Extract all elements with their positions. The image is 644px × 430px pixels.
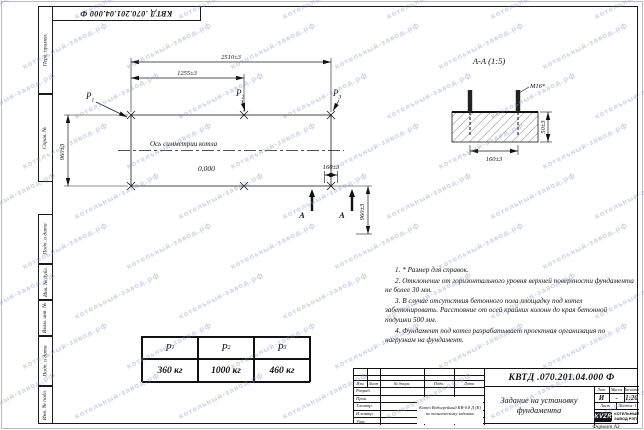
symmetry-axis-label: Ось симметрии котла	[150, 140, 218, 148]
corner-doc-number: КВТД .070.201.04.000 Ф	[52, 6, 201, 21]
title-block-doc-title: Задание на установку фундамента	[500, 396, 578, 415]
bolt-leader-line	[518, 86, 530, 94]
note-3: 3. В случае отсутствия бетонного пола пл…	[385, 297, 608, 324]
company-logo: KVZR	[594, 412, 613, 422]
load-table-value-p2: 1000 кг	[198, 359, 254, 383]
anchor-bolt-right	[515, 90, 521, 112]
dim-section-offset-label: 960±3	[359, 203, 366, 220]
point-load-label-3: P3	[332, 88, 342, 101]
dim-pad-height-label: 50±3	[540, 120, 547, 134]
dim-half-width-label: 1255±3	[177, 70, 198, 77]
title-block: КВТД .070.201.04.000 Ф Задание на устано…	[353, 368, 639, 425]
dim-width-label: 2510±3	[221, 54, 242, 61]
note-4: 4. Фундамент под котел разрабатывает про…	[385, 326, 606, 345]
note-1: 1. * Размер для справок.	[395, 266, 469, 274]
row-nkontr: Н.контр.	[356, 411, 374, 417]
bolt-size-label: М16*	[529, 83, 546, 90]
margin-stamp-inv-podl: Инв. № подл.	[38, 386, 53, 424]
load-table-value-p3: 460 кг	[254, 359, 310, 383]
notes-block: 1. * Размер для справок. 2. Отклонение о…	[385, 266, 635, 347]
dim-depth-label: 960±3	[59, 143, 66, 160]
mass-label: Масса	[610, 387, 623, 392]
section-view-title: А-А (1:5)	[472, 56, 506, 66]
col-data: Дата	[464, 381, 474, 386]
sheet-label: Лист	[600, 403, 610, 408]
section-letter-left: А	[298, 210, 305, 220]
scale-label: Масштаб	[624, 387, 639, 392]
row-razrab: Разраб.	[356, 388, 371, 394]
point-load-label-2: P2	[235, 88, 245, 101]
dim-bolt-spacing-plan-label: 160±3	[323, 164, 340, 171]
point-load-leaders	[95, 99, 340, 118]
lit-label: Лит.	[596, 387, 607, 392]
plan-dimension-lines	[65, 59, 371, 234]
margin-stamp-perv-primen: Перв. примен.	[38, 6, 53, 94]
mass-value: -	[615, 393, 618, 402]
lit-value: И	[598, 393, 605, 402]
company-name: КОТЕЛЬНЫЙ ЗАВОД РЭП	[614, 412, 639, 421]
margin-stamp-inv-dubl: Инв. № дубл.	[38, 264, 53, 300]
margin-stamp-podp-data-2: Подп. и дата	[38, 336, 53, 386]
scale-value: 1:20	[625, 393, 638, 402]
sheets-label: Листов	[618, 403, 633, 408]
col-ndokum: № докум.	[393, 381, 411, 386]
col-list: Лист	[368, 381, 379, 386]
margin-stamp-podp-data-1: Подп. и дата	[38, 214, 53, 264]
sheets-cell: Листов 1	[616, 402, 639, 409]
embedded-bolt-lines	[469, 112, 519, 137]
anchor-bolt-left	[467, 90, 473, 112]
format-label: Формат А3	[592, 423, 620, 430]
margin-stamp-sprav-n: Справ. №	[38, 94, 53, 182]
row-prov: Пров.	[356, 395, 368, 401]
section-cut-marks	[309, 189, 355, 211]
level-mark: 0,000	[198, 164, 215, 173]
row-tkontr: Т.контр.	[356, 403, 373, 409]
row-utv: Утв.	[356, 418, 366, 424]
company-cell: KVZR КОТЕЛЬНЫЙ ЗАВОД РЭП	[594, 409, 639, 425]
load-table-value-p1: 360 кг	[142, 359, 198, 383]
dim-bolt-spacing-section-label: 160±3	[486, 156, 503, 163]
margin-stamp-vzam-inv: Взам. инв. №	[38, 300, 53, 336]
title-block-doc-number: КВТД .070.201.04.000 Ф	[508, 372, 615, 383]
plan-extension-lines	[64, 58, 372, 235]
concrete-pad-section	[451, 111, 539, 143]
product-designation: Котел Водогрейный КВ-0.8 Д (К) по технич…	[417, 397, 483, 424]
col-podp: Подп.	[433, 381, 445, 386]
col-izm: Изм.	[356, 381, 365, 386]
sheets-value: 1	[634, 403, 637, 408]
section-letter-right: А	[338, 210, 345, 220]
note-2: 2. Отклонение от горизонтального уровня …	[385, 276, 634, 295]
section-dimension-lines	[470, 112, 551, 154]
point-load-label-1: P1	[85, 91, 95, 104]
